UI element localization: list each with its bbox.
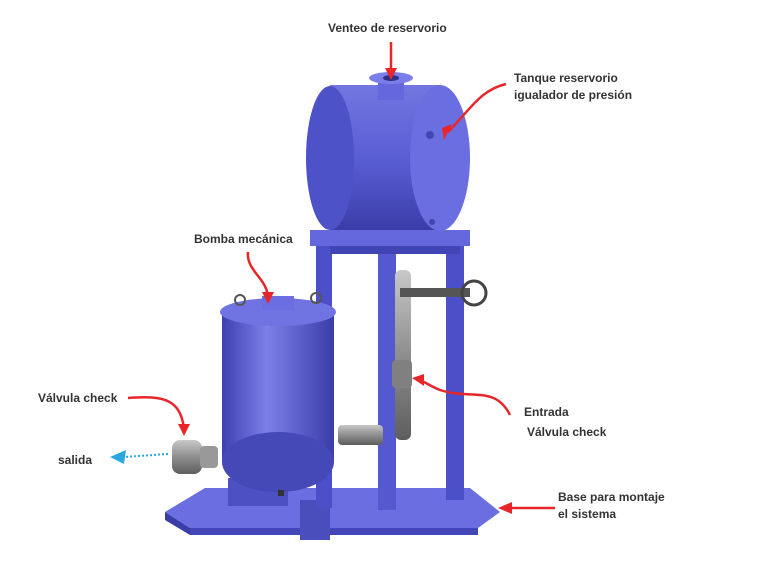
label-pump: Bomba mecánica <box>194 232 293 246</box>
label-tank-line2: igualador de presión <box>514 88 633 102</box>
label-vent: Venteo de reservorio <box>328 21 447 35</box>
label-inlet-line2: Válvula check <box>527 425 607 439</box>
reservoir-tank <box>306 72 470 231</box>
label-base-line2: el sistema <box>558 507 617 521</box>
callout-arrows <box>127 42 555 514</box>
outlet-flow-arrow <box>110 450 169 464</box>
inlet-check-valve <box>338 270 488 445</box>
mechanical-pump <box>220 292 336 496</box>
label-outlet: salida <box>58 453 93 467</box>
label-inlet-line1: Entrada <box>524 405 569 419</box>
label-outlet-check-valve: Válvula check <box>38 391 118 405</box>
outlet-check-valve <box>172 440 218 474</box>
label-tank-line1: Tanque reservorio <box>514 71 618 85</box>
label-base-line1: Base para montaje <box>558 490 665 504</box>
